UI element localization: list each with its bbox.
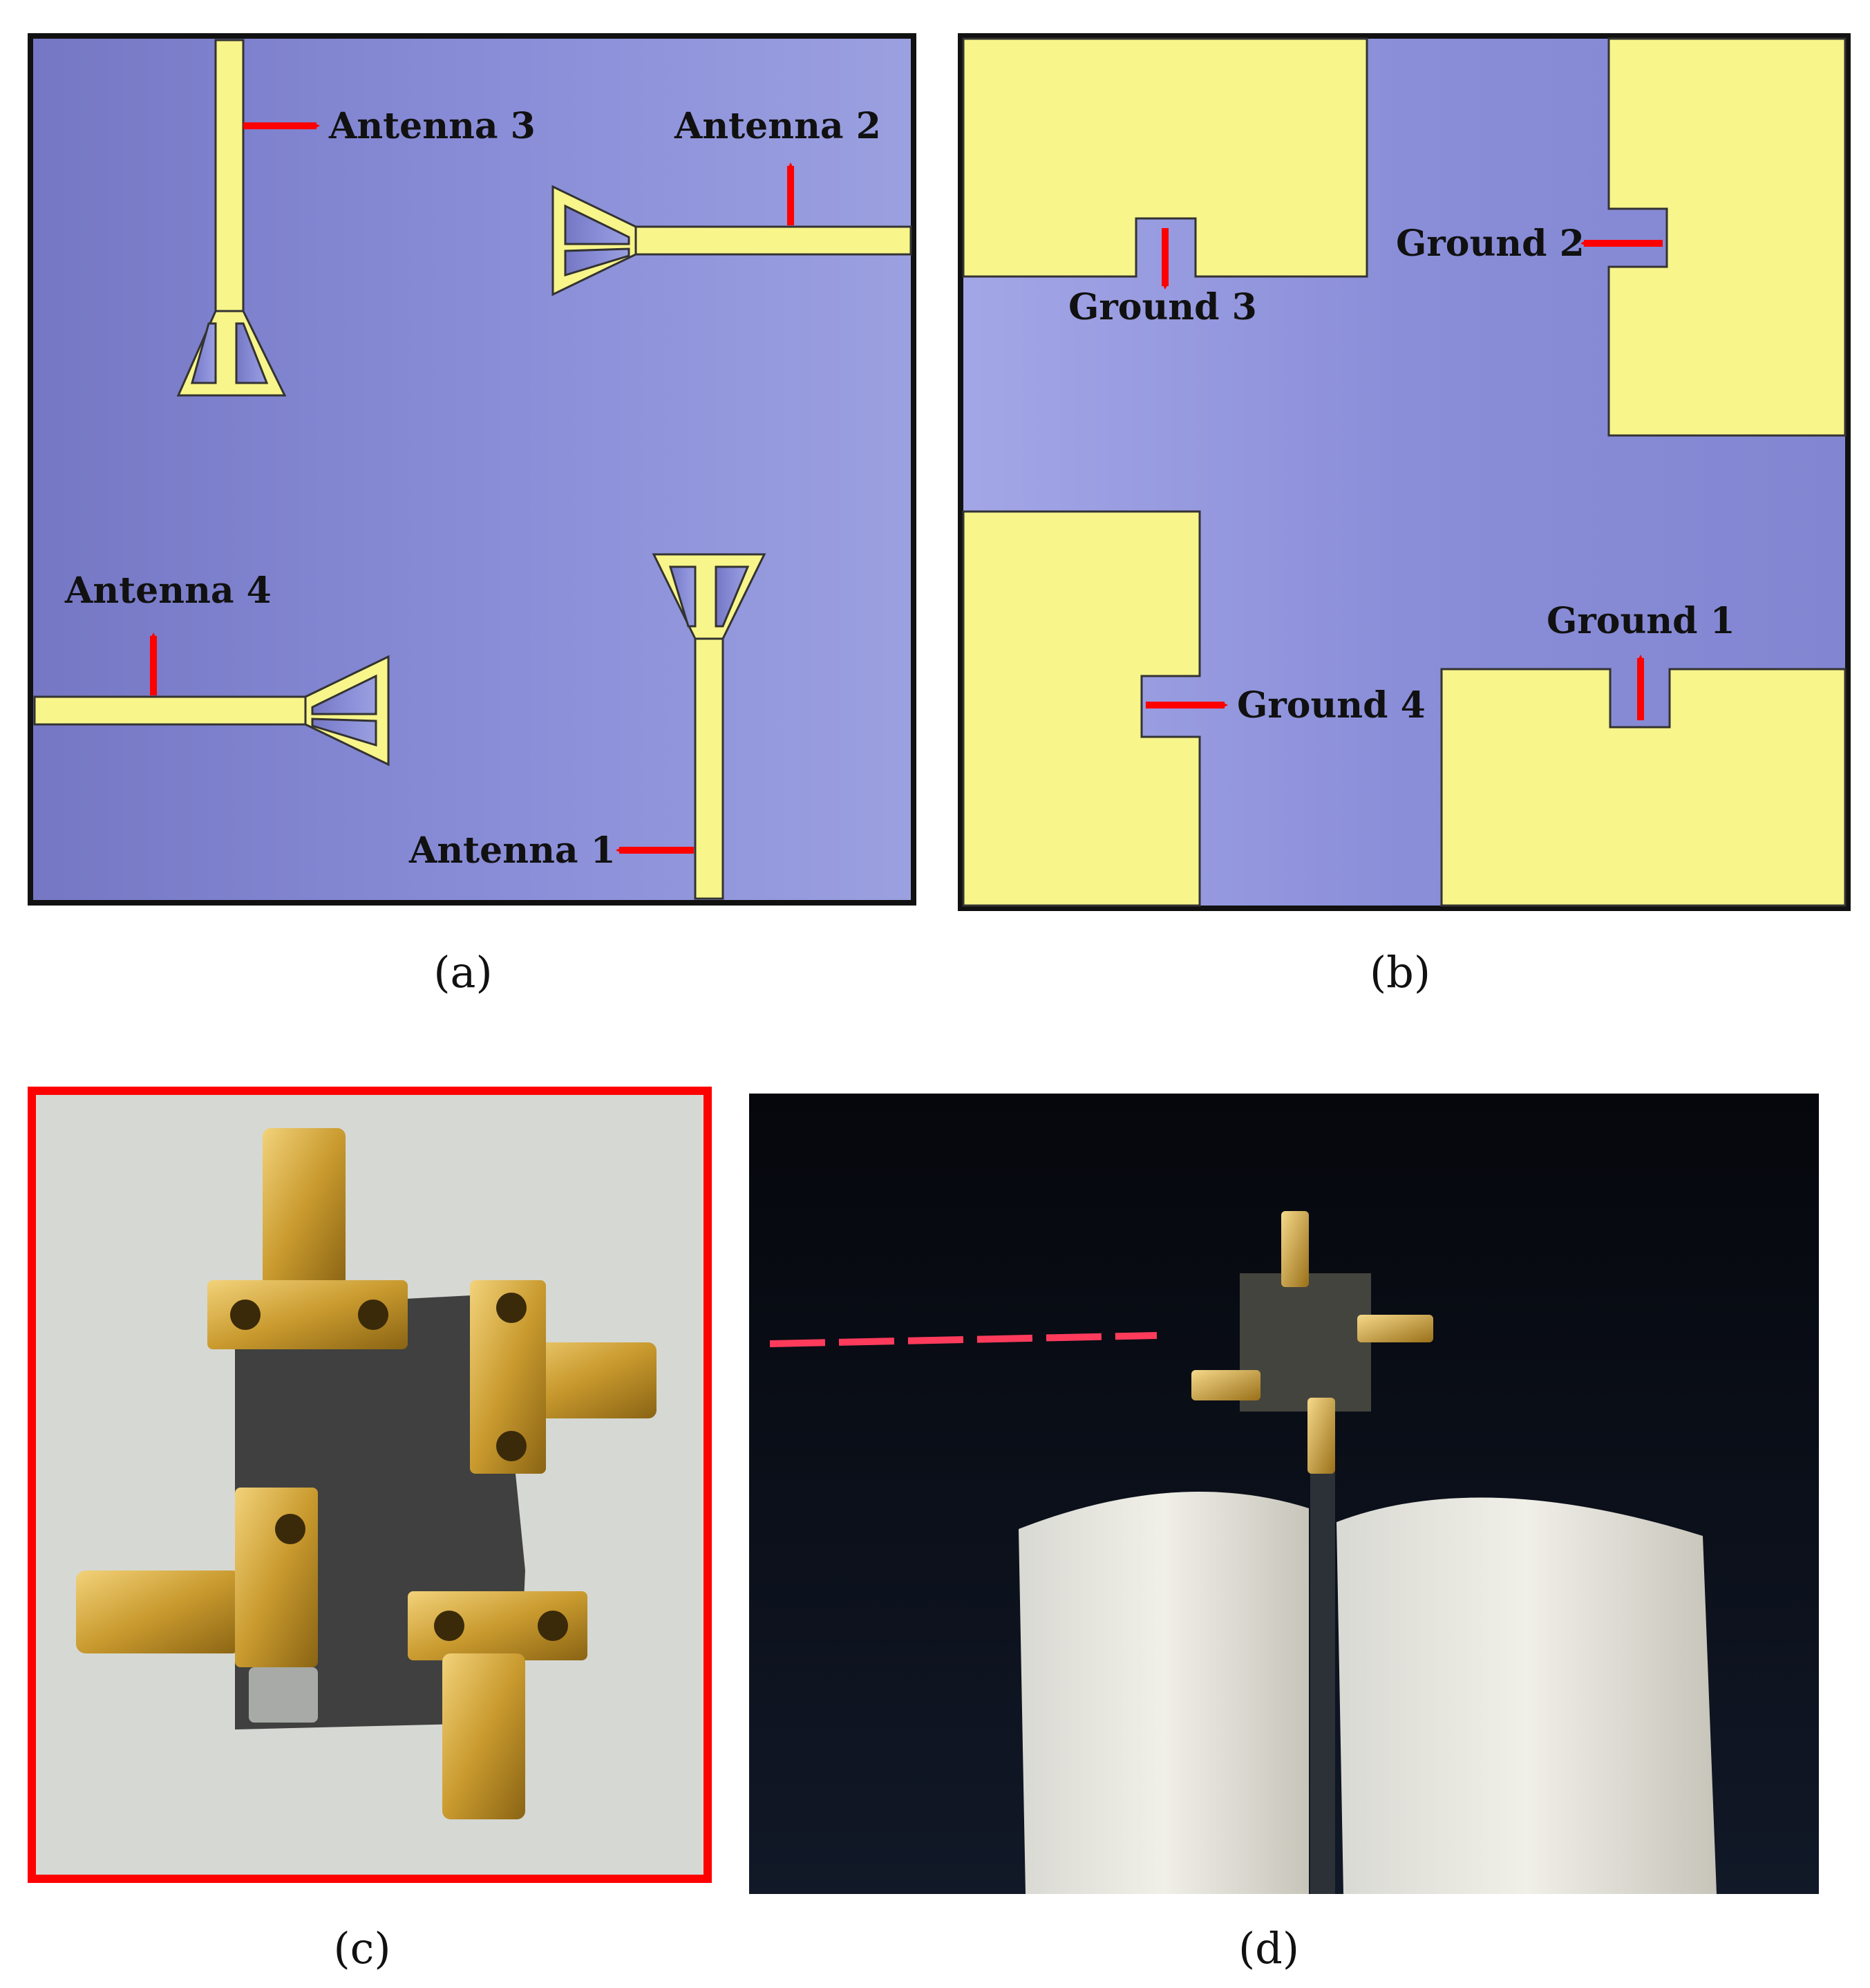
antenna-4-shape bbox=[33, 655, 390, 767]
panel-a-svg: Antenna 3 Antenna 2 Antenna 4 Antenna 1 bbox=[28, 33, 916, 906]
prototype-photo-illustration bbox=[28, 1087, 712, 1883]
panel-c-photo-prototype bbox=[28, 1087, 712, 1883]
label-antenna-1: Antenna 1 bbox=[408, 829, 616, 872]
label-antenna-4: Antenna 4 bbox=[64, 570, 272, 612]
panel-b-svg: Ground 3 Ground 2 Ground 4 Ground 1 bbox=[958, 33, 1851, 911]
ground-3-shape bbox=[962, 37, 1368, 278]
panel-d-photo-measurement-setup bbox=[749, 1094, 1819, 1894]
label-ground-4: Ground 4 bbox=[1237, 684, 1426, 726]
foam-support-left bbox=[1019, 1492, 1309, 1894]
caption-c: (c) bbox=[333, 1923, 391, 1973]
label-antenna-3: Antenna 3 bbox=[328, 105, 536, 147]
antenna-2-shape bbox=[551, 185, 912, 297]
sma-connector-top bbox=[207, 1128, 408, 1349]
ground-1-shape bbox=[1440, 668, 1847, 907]
caption-b: (b) bbox=[1369, 947, 1431, 997]
sma-connector-left bbox=[76, 1488, 318, 1723]
caption-d: (d) bbox=[1238, 1923, 1300, 1973]
label-ground-1: Ground 1 bbox=[1547, 600, 1735, 642]
sma-connector-right bbox=[470, 1280, 657, 1474]
label-ground-2: Ground 2 bbox=[1396, 223, 1585, 265]
sma-connector-bottom bbox=[408, 1591, 587, 1819]
ground-4-shape bbox=[962, 510, 1201, 907]
measurement-photo-illustration bbox=[749, 1094, 1819, 1894]
antenna-under-test bbox=[1191, 1211, 1433, 1474]
panel-a-antenna-layout: Antenna 3 Antenna 2 Antenna 4 Antenna 1 bbox=[28, 33, 916, 906]
label-ground-3: Ground 3 bbox=[1068, 286, 1257, 328]
laser-line bbox=[769, 1332, 1158, 1347]
caption-a: (a) bbox=[433, 947, 493, 997]
ground-2-shape bbox=[1607, 37, 1847, 437]
substrate-top bbox=[28, 33, 916, 906]
coax-cable bbox=[1310, 1467, 1335, 1894]
label-antenna-2: Antenna 2 bbox=[674, 105, 881, 147]
foam-support-right bbox=[1337, 1497, 1717, 1894]
antenna-1-shape bbox=[652, 553, 766, 900]
antenna-3-shape bbox=[176, 39, 287, 397]
panel-b-ground-layout: Ground 3 Ground 2 Ground 4 Ground 1 bbox=[958, 33, 1851, 911]
